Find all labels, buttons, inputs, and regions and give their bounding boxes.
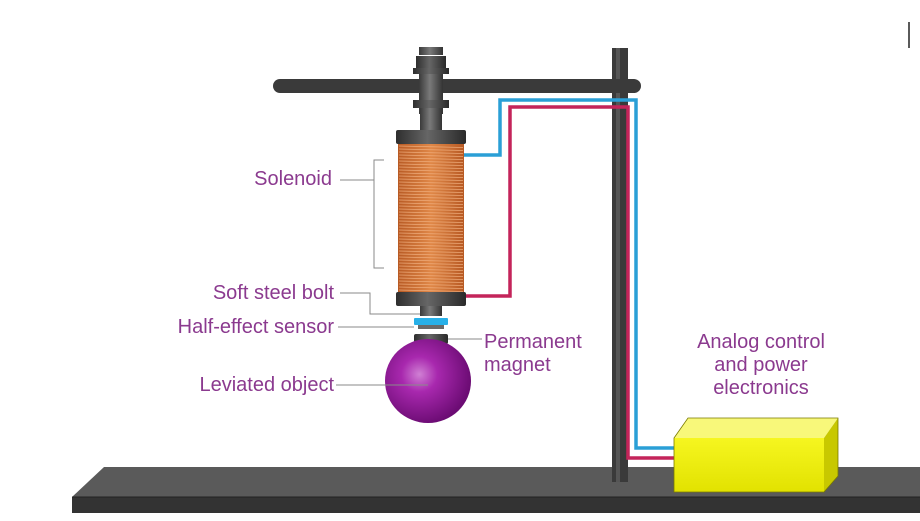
label-control-1: Analog control (697, 331, 825, 353)
coil-winding (398, 175, 464, 178)
coil-winding (398, 280, 464, 283)
coil-winding (398, 286, 464, 289)
coil-winding (398, 199, 464, 202)
electronics-box (673, 417, 839, 493)
coil-winding (398, 253, 464, 256)
bolt-bottom (420, 306, 442, 316)
label-permanent-magnet-2: magnet (484, 354, 551, 376)
coil-winding (398, 178, 464, 181)
coil-winding (398, 277, 464, 280)
coil-winding (398, 283, 464, 286)
coil-winding (398, 220, 464, 223)
solenoid-bracket (373, 159, 384, 269)
coil-winding (398, 157, 464, 160)
coil-winding (398, 196, 464, 199)
label-levitated-object: Leviated object (199, 374, 334, 396)
coil-winding (398, 151, 464, 154)
leader-lines (336, 179, 482, 386)
wire-blue (464, 98, 676, 450)
bolt-top (413, 47, 449, 130)
coil-winding (398, 274, 464, 277)
label-soft-steel-bolt: Soft steel bolt (212, 282, 334, 304)
coil-winding (398, 235, 464, 238)
coil-winding (398, 160, 464, 163)
coil-winding (398, 154, 464, 157)
coil-winding (398, 217, 464, 220)
coil-winding (398, 184, 464, 187)
coil-winding (398, 166, 464, 169)
coil-winding (398, 223, 464, 226)
coil-winding (398, 241, 464, 244)
coil-winding (398, 205, 464, 208)
coil-winding (398, 172, 464, 175)
frame-edge-mark (908, 22, 920, 48)
coil-winding (398, 247, 464, 250)
coil-winding (398, 214, 464, 217)
coil-winding (398, 250, 464, 253)
coil-winding (398, 262, 464, 265)
coil-winding (398, 208, 464, 211)
wire-red (464, 105, 676, 460)
coil-winding (398, 232, 464, 235)
support-arm (273, 79, 641, 93)
label-control-3: electronics (713, 377, 809, 399)
label-solenoid: Solenoid (254, 168, 332, 190)
coil-winding (398, 229, 464, 232)
label-hall-sensor: Half-effect sensor (177, 316, 334, 338)
coil-winding (398, 238, 464, 241)
coil-winding (398, 181, 464, 184)
coil-winding (398, 190, 464, 193)
coil-winding (398, 289, 464, 292)
label-permanent-magnet-1: Permanent (484, 331, 582, 353)
coil-winding (398, 163, 464, 166)
coil-winding (398, 187, 464, 190)
coil-winding (398, 148, 464, 151)
levitated-sphere (385, 339, 471, 423)
coil-winding (398, 268, 464, 271)
coil-winding (398, 259, 464, 262)
wires (464, 98, 676, 460)
coil-winding (398, 256, 464, 259)
coil-winding (398, 169, 464, 172)
coil-winding (398, 193, 464, 196)
coil-winding (398, 145, 464, 148)
label-control-2: and power (714, 354, 808, 376)
solenoid-coil (396, 130, 466, 306)
coil-winding (398, 226, 464, 229)
leader-bolt (340, 292, 420, 315)
hall-sensor (414, 318, 448, 325)
coil-winding (398, 211, 464, 214)
coil-winding (398, 265, 464, 268)
coil-winding (398, 244, 464, 247)
stand-post (612, 48, 628, 482)
sensor-mount (418, 325, 444, 329)
coil-winding (398, 271, 464, 274)
coil-winding (398, 202, 464, 205)
